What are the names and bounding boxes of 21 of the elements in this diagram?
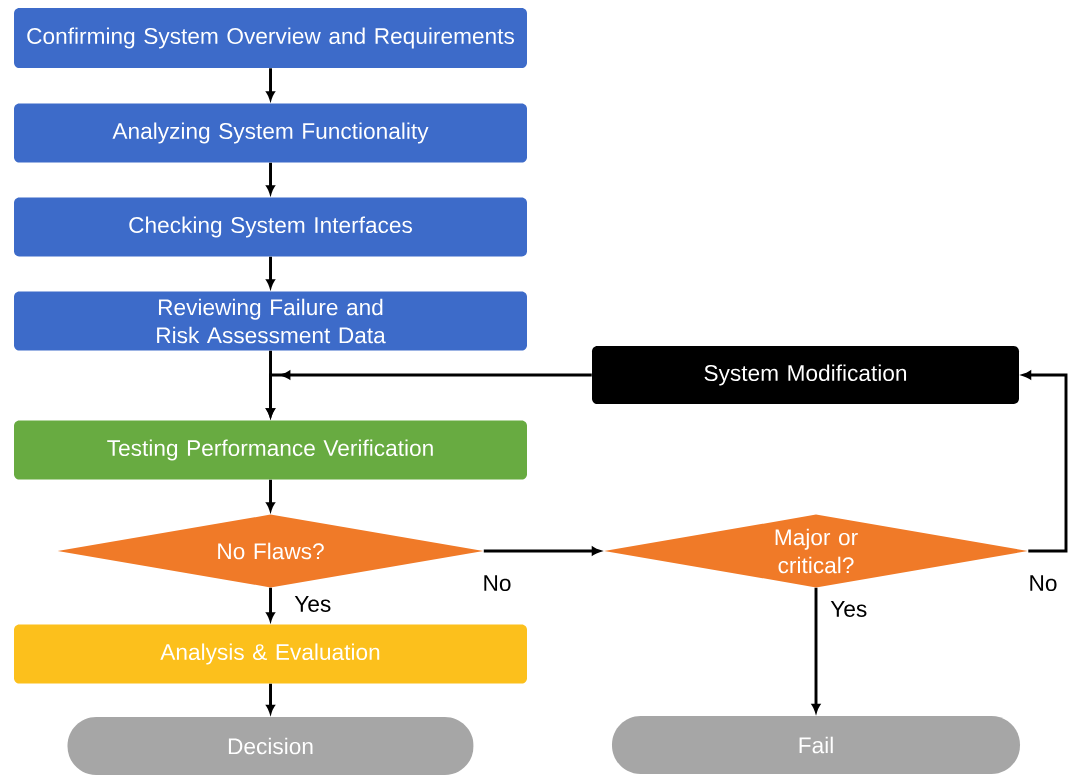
arrow (811, 587, 821, 713)
process-box: Confirming System Overview and Requirements (14, 8, 527, 68)
arrow (483, 546, 601, 556)
terminal-box: Fail (612, 716, 1020, 774)
process-box: Analyzing System Functionality (14, 103, 527, 163)
process-box: System Modification (592, 346, 1019, 404)
arrow (1022, 370, 1068, 553)
edge-label: Yes (828, 599, 870, 619)
edge-label: No (1026, 573, 1060, 594)
arrow (266, 479, 275, 512)
process-box: Reviewing Failure and Risk Assessment Data (14, 291, 527, 351)
arrow (266, 256, 275, 289)
process-box: Analysis & Evaluation (14, 624, 527, 684)
arrow (266, 162, 275, 195)
arrow (266, 370, 592, 418)
arrow (266, 68, 275, 101)
arrow (266, 587, 275, 622)
process-box: Testing Performance Verification (14, 420, 527, 480)
terminal-box: Decision (67, 717, 474, 775)
process-box: Checking System Interfaces (14, 197, 527, 257)
edge-label: Yes (292, 594, 334, 614)
